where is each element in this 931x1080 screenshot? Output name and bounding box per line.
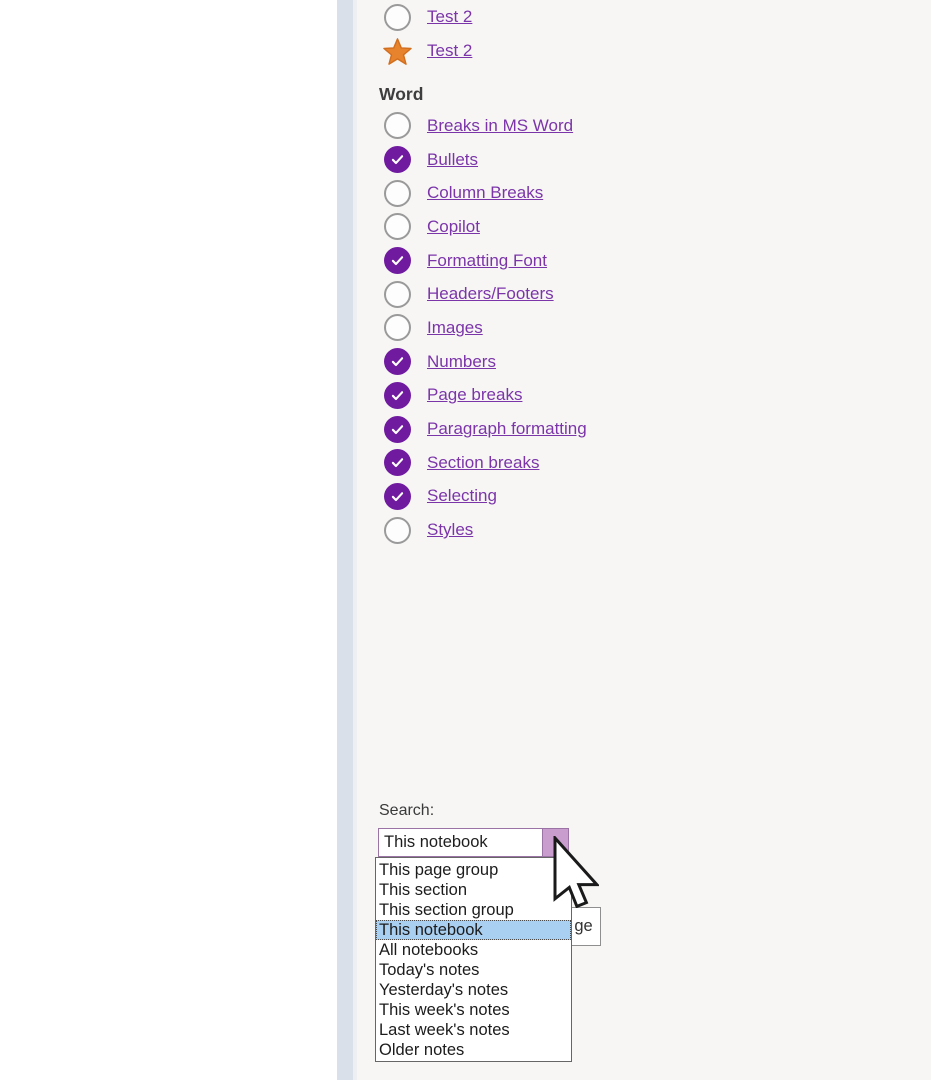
list-item: Numbers [383,345,587,379]
search-scope-option[interactable]: Older notes [379,1041,465,1059]
page-link[interactable]: Headers/Footers [427,284,554,304]
search-scope-dropdown: This page group This section This sectio… [375,857,572,1062]
page-link[interactable]: Styles [427,520,474,540]
search-scope-option[interactable]: All notebooks [379,941,479,959]
search-scope-option[interactable]: This notebook [376,920,571,940]
todo-checkbox-icon[interactable] [384,348,411,376]
page-link[interactable]: Selecting [427,486,497,506]
todo-checkbox-icon[interactable] [384,449,411,477]
search-label: Search: [379,802,435,819]
list-item: Breaks in MS Word [383,109,587,143]
todo-checkbox-icon[interactable] [384,146,411,174]
todo-checkbox-icon[interactable] [384,381,411,409]
page-link[interactable]: Numbers [427,351,496,371]
list-item: Selecting [383,480,587,514]
todo-checkbox-icon[interactable] [384,3,411,31]
page-link[interactable]: Images [427,317,483,337]
page-link[interactable]: Breaks in MS Word [427,115,574,135]
page-link[interactable]: Formatting Font [427,250,547,270]
list-item: Formatting Font [383,244,587,278]
todo-checkbox-icon[interactable] [384,516,411,544]
todo-checkbox-icon[interactable] [384,415,411,443]
page-link[interactable]: Paragraph formatting [427,419,587,439]
search-scope-combobox[interactable]: This notebook [378,828,569,857]
todo-checkbox-icon[interactable] [384,179,411,207]
todo-checkbox-icon[interactable] [384,247,411,275]
list-item: Images [383,311,587,345]
list-item: Column Breaks [383,176,587,210]
word-list: Breaks in MS Word Bullets Column Breaks … [383,109,587,547]
page-link[interactable]: Bullets [427,149,479,169]
list-item: Bullets [383,143,587,177]
section-heading: Word [379,84,424,104]
search-scope-option[interactable]: Yesterday's notes [379,981,509,999]
page-link[interactable]: Page breaks [427,385,523,405]
vertical-scrollbar-track[interactable] [337,0,353,1080]
page-link[interactable]: Test 2 [427,7,473,26]
star-icon [383,37,412,65]
page-link[interactable]: Copilot [427,216,480,236]
combobox-value: This notebook [384,833,488,851]
page-canvas [0,0,337,1080]
search-scope-option[interactable]: This section group [379,901,514,919]
search-scope-option[interactable]: This section [379,881,468,899]
list-item: Paragraph formatting [383,412,587,446]
todo-checkbox-icon[interactable] [384,280,411,308]
list-item: Copilot [383,210,587,244]
search-scope-option[interactable]: Today's notes [379,961,480,979]
scrollbar-edge [353,0,357,1080]
page-link[interactable]: Column Breaks [427,183,544,203]
todo-checkbox-icon[interactable] [384,482,411,510]
search-scope-option[interactable]: This page group [379,861,499,879]
todo-checkbox-icon[interactable] [384,314,411,342]
todo-checkbox-icon[interactable] [384,112,411,140]
todo-checkbox-icon[interactable] [384,213,411,241]
search-scope-option[interactable]: This week's notes [379,1001,510,1019]
page-link[interactable]: Section breaks [427,452,540,472]
list-item: Test 2 [383,0,472,34]
top-list: Test 2 Test 2 [383,0,472,68]
list-item: Styles [383,513,587,547]
list-item: Page breaks [383,379,587,413]
page-link[interactable]: Test 2 [427,41,473,60]
list-item: Section breaks [383,446,587,480]
list-item: Headers/Footers [383,277,587,311]
list-item: Test 2 [383,34,472,68]
chevron-down-icon[interactable] [542,829,568,856]
search-scope-option[interactable]: Last week's notes [379,1021,510,1039]
